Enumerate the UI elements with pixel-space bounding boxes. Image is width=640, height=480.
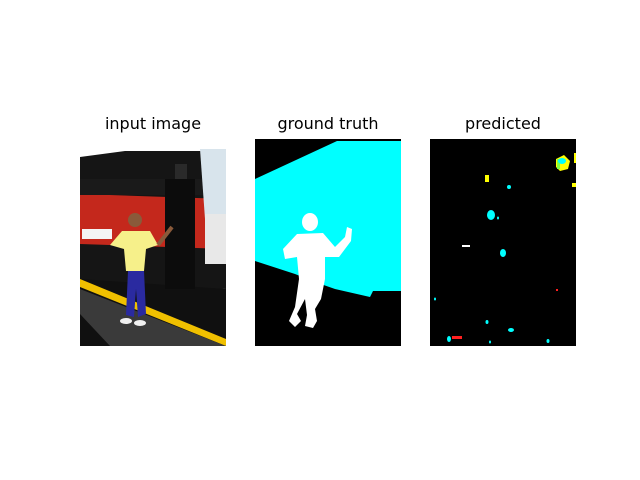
input-image-panel — [80, 139, 226, 346]
predicted-panel — [430, 139, 576, 346]
predicted-mask — [430, 139, 576, 346]
ground-truth-mask — [255, 139, 401, 346]
input-image-title: input image — [104, 114, 202, 133]
ground-truth-title: ground truth — [277, 114, 379, 133]
predicted-title: predicted — [465, 114, 541, 133]
input-image-photo — [80, 139, 226, 346]
ground-truth-panel — [255, 139, 401, 346]
